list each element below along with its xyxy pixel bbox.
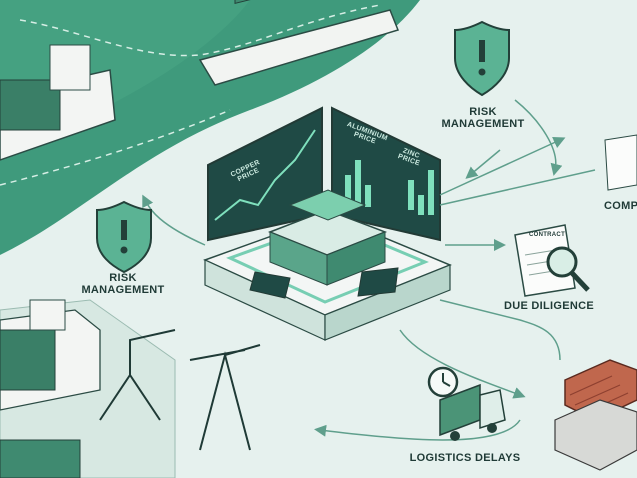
ship-route-dashed-2 bbox=[0, 109, 231, 186]
risk-management-label-left: RISK MANAGEMENT bbox=[81, 272, 165, 296]
copper-ingot-icon bbox=[554, 359, 637, 471]
flow-line bbox=[314, 419, 521, 441]
flow-line bbox=[465, 149, 501, 179]
compliance-document-icon bbox=[604, 134, 637, 191]
flow-line bbox=[142, 194, 206, 246]
tablet-left bbox=[249, 271, 291, 299]
server-icon bbox=[267, 189, 388, 286]
flow-line bbox=[514, 99, 563, 176]
due-diligence-label: DUE DILIGENCE bbox=[503, 300, 595, 312]
risk-management-label-top: RISK MANAGEMENT bbox=[441, 106, 525, 130]
document-magnifier-icon bbox=[514, 224, 590, 297]
tablet-right bbox=[357, 267, 399, 297]
truck-icon bbox=[439, 383, 506, 441]
cargo-ship-icon bbox=[0, 44, 116, 161]
logistics-delays-label: LOGISTICS DELAYS bbox=[409, 452, 521, 464]
shield-icon bbox=[454, 20, 510, 97]
cargo-ship-icon bbox=[198, 0, 400, 86]
flow-line bbox=[399, 329, 526, 399]
ship-route-dashed bbox=[19, 4, 381, 57]
flow-line bbox=[439, 137, 566, 196]
compliance-label-partial: COMP bbox=[604, 200, 637, 212]
contract-title: CONTRACT bbox=[528, 232, 566, 238]
port-area bbox=[0, 299, 176, 478]
shield-icon bbox=[96, 200, 152, 274]
crane-icon bbox=[99, 329, 261, 451]
clock-icon bbox=[427, 366, 459, 398]
flow-line bbox=[439, 169, 596, 206]
flow-line bbox=[439, 299, 561, 361]
